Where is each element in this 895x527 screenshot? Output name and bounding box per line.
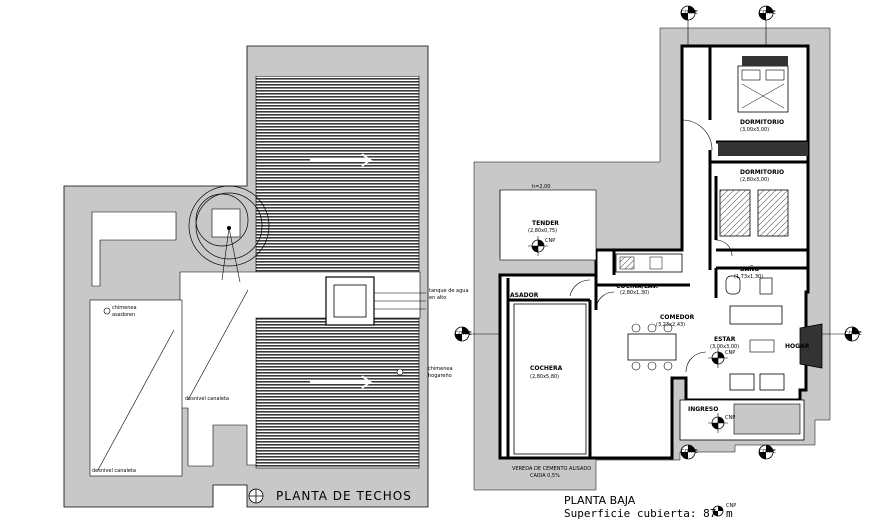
ground-plan-subtitle-unit: m <box>726 507 733 520</box>
desnivel-label-1: desnivel canaleta <box>185 396 229 402</box>
level-mark-bottom: CNP <box>712 503 736 517</box>
tanque-label: tanque de agua <box>429 288 469 294</box>
sofa-bottom-2 <box>759 373 785 391</box>
room-dormitorio-1-dims: (3,00x3,00) <box>740 127 769 133</box>
section-mark-left: CORTE <box>454 326 500 342</box>
section-mark-label: CORTE <box>681 449 698 455</box>
roof-plan-title: PLANTA DE TECHOS <box>276 489 412 503</box>
flat-terrace <box>179 271 421 467</box>
level-mark-ingreso: CNP <box>708 413 735 433</box>
height-note: h=2,00 <box>532 184 551 190</box>
garage <box>513 303 587 455</box>
section-mark-top-right: CORTE <box>758 5 776 46</box>
section-mark-right: CORTE <box>822 326 862 342</box>
section-mark-label: CORTE <box>845 331 862 337</box>
desnivel-label-2: desnivel canaleta <box>92 468 136 474</box>
sidewalk-note-2: CAIDA 0,5% <box>530 473 560 479</box>
door-swings <box>569 119 733 373</box>
ground-plan-subtitle: Superficie cubierta: 87 <box>564 507 716 520</box>
section-mark-bottom-left: CORTE <box>680 444 698 460</box>
room-comedor-dims: (3,23x2,43) <box>656 322 685 328</box>
level-mark-label: CNP <box>726 503 736 509</box>
roof-top-band <box>256 58 419 76</box>
chimenea-hogar-label: chimenea <box>428 366 453 372</box>
chimenea-asador-label-2: asadoren <box>112 312 135 318</box>
room-estar: ESTAR <box>714 336 736 343</box>
level-mark-label: CNP <box>545 238 555 244</box>
room-cocina: COCINA/LAV. <box>616 283 658 290</box>
level-mark-label: CNP <box>725 415 735 421</box>
roof-pitch-lower <box>255 317 420 469</box>
slope-arrow-upper <box>310 153 373 167</box>
level-mark-estar: CNP <box>708 348 735 368</box>
fireplace <box>799 323 823 369</box>
room-cochera-dims: (2,80x5,80) <box>530 374 559 380</box>
terrace-left-diagonal <box>97 329 175 471</box>
bed-twin-1 <box>719 189 751 237</box>
room-comedor: COMEDOR <box>660 314 695 321</box>
room-tender: TENDER <box>532 220 559 227</box>
chimenea-asador-label: chimenea <box>112 305 137 311</box>
room-bano-dims: (1,73x1,30) <box>734 274 763 280</box>
coffee-table <box>749 339 775 353</box>
interior-walls <box>506 46 808 458</box>
chimney-asador-mark <box>103 307 111 315</box>
section-mark-label: CORTE <box>759 10 776 16</box>
room-hogar: HOGAR <box>785 343 810 350</box>
tender-area <box>499 189 597 261</box>
dining-table <box>627 333 677 361</box>
section-mark-top-left: CORTE <box>680 5 698 46</box>
room-bano: BAÑO <box>740 266 759 273</box>
section-mark-bottom-right: CORTE <box>758 444 776 460</box>
room-ingreso: INGRESO <box>688 406 718 413</box>
bath-fixtures <box>725 275 741 295</box>
water-tank <box>325 276 375 326</box>
bed-twin-2 <box>757 189 789 237</box>
tanque-label-2: en alto <box>429 295 446 301</box>
room-dormitorio-2-dims: (2,80x3,00) <box>740 177 769 183</box>
level-mark-label: CNP <box>725 350 735 356</box>
room-cochera: COCHERA <box>530 365 563 372</box>
roof-pitch-upper <box>255 75 420 279</box>
parapet-inner <box>91 211 177 287</box>
chimney-hogar-mark <box>396 368 404 376</box>
roof-plan-title-symbol <box>248 488 264 504</box>
level-mark-tender: CNP <box>528 236 555 256</box>
sofa-top <box>729 305 783 325</box>
section-mark-label: CORTE <box>455 331 472 337</box>
room-dormitorio-1: DORMITORIO <box>740 119 784 126</box>
terrace-mid-diagonal <box>187 289 249 401</box>
ground-plan-title: PLANTA BAJA <box>564 494 636 507</box>
ground-plan: h=2,00 <box>454 5 862 520</box>
roof-plan: chimenea asadoren tanque de agua en alto… <box>63 45 469 508</box>
room-asador: ASADOR <box>510 292 539 299</box>
sidewalk-note: VEREDA DE CEMENTO ALISADO <box>512 466 591 472</box>
chimney-circle-large <box>188 185 270 267</box>
terrace-left <box>89 299 183 477</box>
room-estar-dims: (3,00x3,00) <box>710 344 739 350</box>
section-mark-label: CORTE <box>681 10 698 16</box>
sofa-bottom-1 <box>729 373 755 391</box>
section-mark-label: CORTE <box>759 449 776 455</box>
room-dormitorio-2: DORMITORIO <box>740 169 784 176</box>
room-cocina-dims: (2,80x1,30) <box>620 290 649 296</box>
slope-arrow-lower <box>310 375 373 389</box>
chimenea-hogar-label-2: hogareño <box>428 373 452 379</box>
room-tender-dims: (2,80x0,75) <box>528 228 557 234</box>
